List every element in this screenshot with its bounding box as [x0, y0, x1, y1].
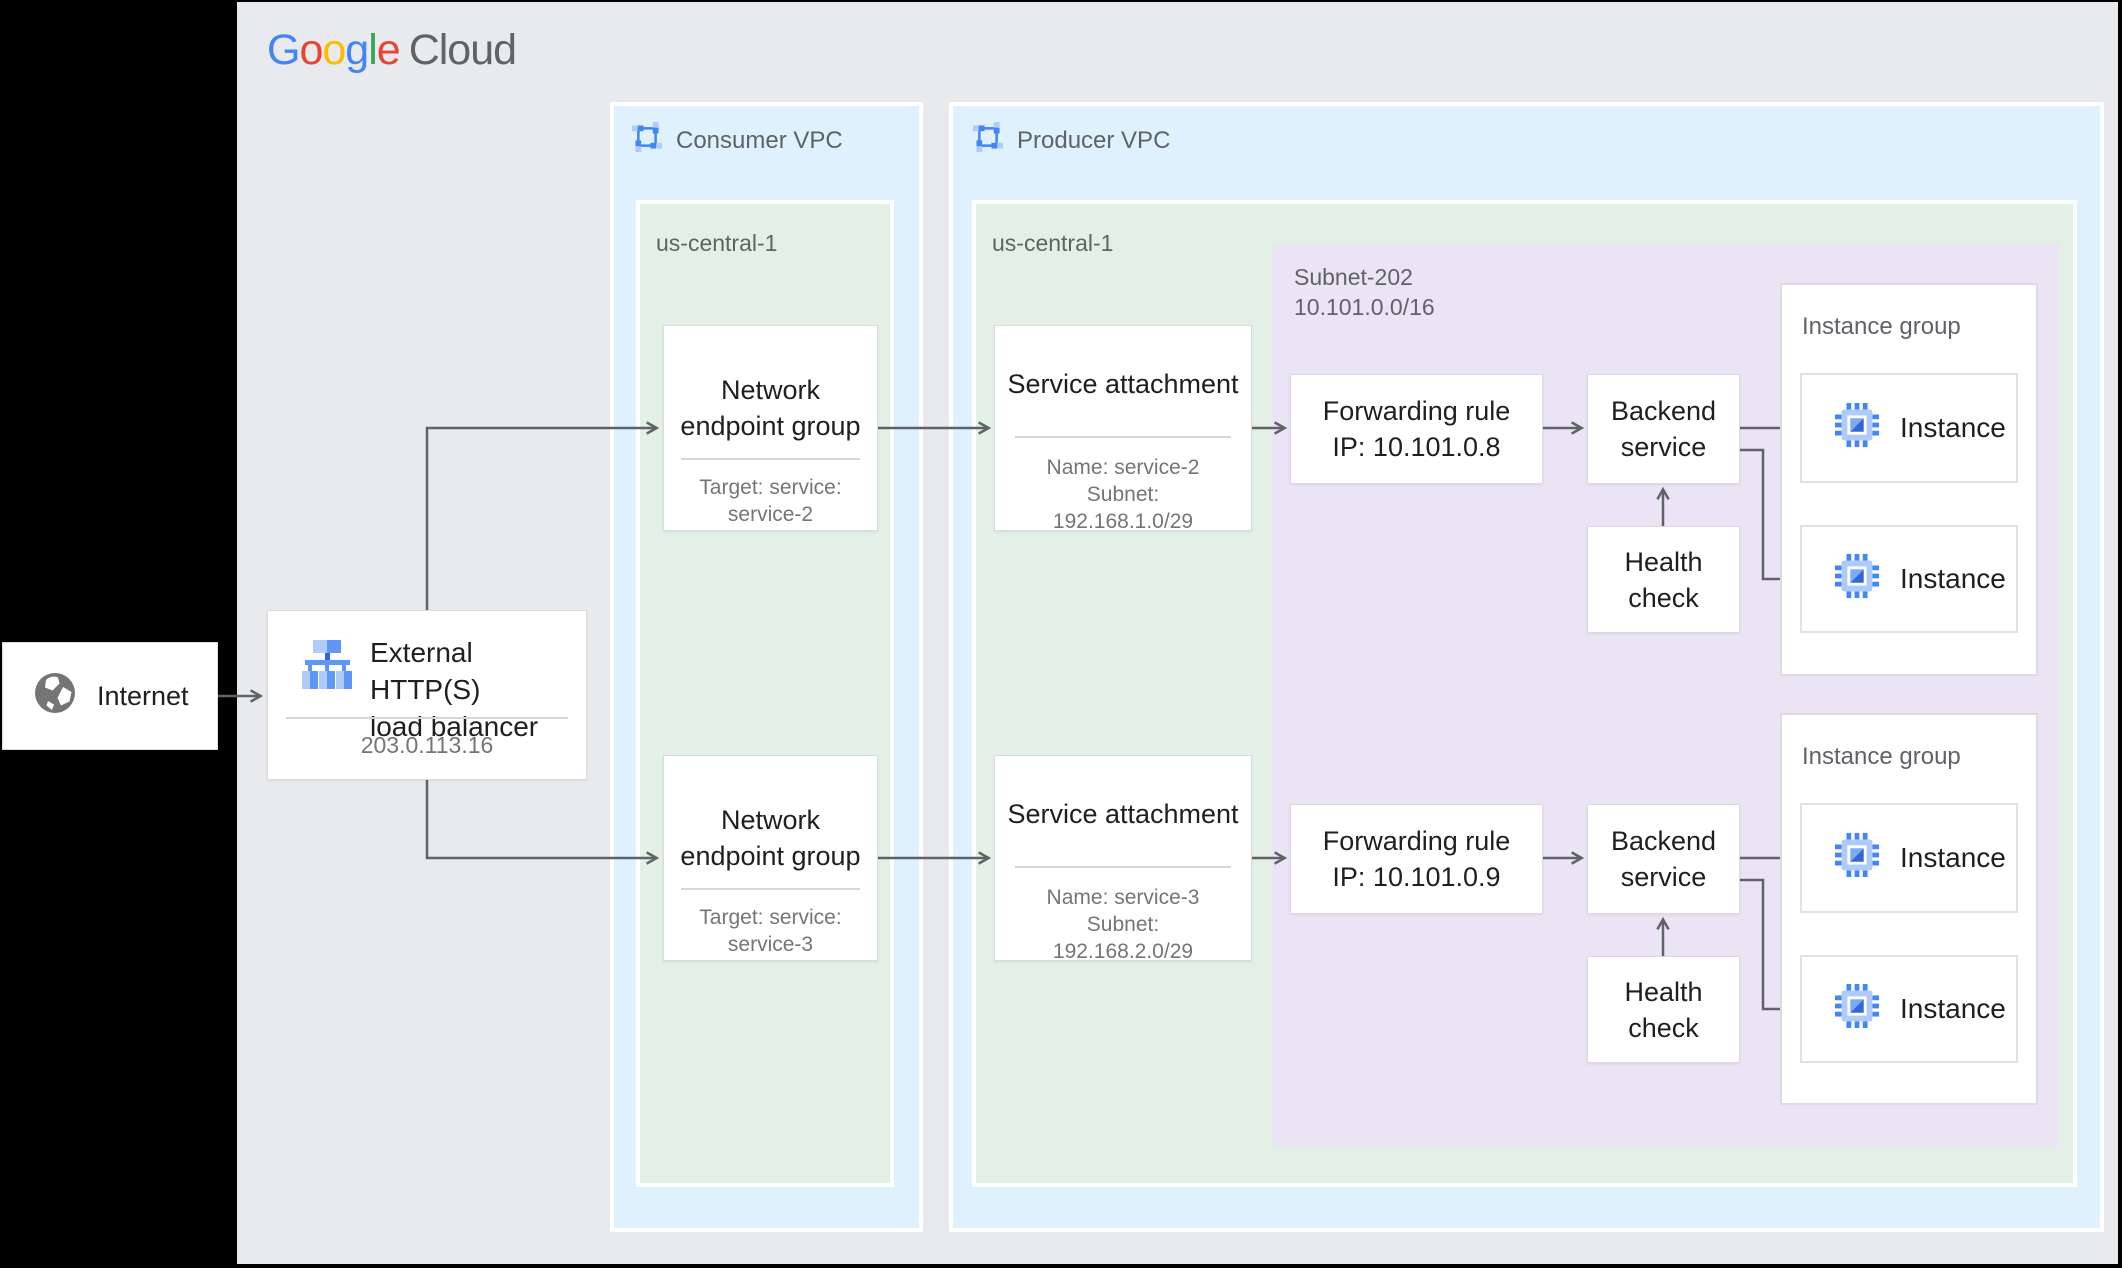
- load-balancer-title-line1: External HTTP(S): [370, 637, 481, 705]
- load-balancer-node: External HTTP(S) load balancer 203.0.113…: [267, 610, 587, 780]
- subnet-label: Subnet-202 10.101.0.0/16: [1294, 262, 1435, 322]
- load-balancer-icon: [299, 640, 355, 695]
- consumer-region-label: us-central-1: [656, 230, 778, 256]
- service-attachment-1: Service attachment Name: service-2 Subne…: [994, 325, 1252, 533]
- network-endpoint-group-1: Network endpoint group Target: service: …: [663, 325, 878, 531]
- service-attachment-details: Name: service-3 Subnet: 192.168.2.0/29: [1046, 886, 1200, 963]
- network-endpoint-group-2: Network endpoint group Target: service: …: [663, 755, 878, 961]
- logo-letter: G: [267, 26, 300, 74]
- neg-target: Target: service: service-3: [699, 906, 842, 956]
- instance-1a: Instance: [1800, 373, 2018, 483]
- instance-group-label: Instance group: [1802, 743, 1961, 770]
- card-divider: [1015, 436, 1231, 438]
- service-attachment-details: Name: service-2 Subnet: 192.168.1.0/29: [1046, 456, 1200, 533]
- subnet-cidr: 10.101.0.0/16: [1294, 294, 1435, 320]
- instance-label: Instance: [1900, 842, 2006, 873]
- card-divider: [1015, 866, 1231, 868]
- subnet-name: Subnet-202: [1294, 264, 1413, 290]
- card-divider: [681, 458, 860, 460]
- logo-cloud-text: Cloud: [408, 26, 517, 74]
- load-balancer-title: External HTTP(S) load balancer: [370, 634, 586, 745]
- internet-node: Internet: [2, 642, 218, 750]
- logo-letter: o: [322, 26, 346, 74]
- internet-label: Internet: [97, 680, 189, 711]
- instance-2a: Instance: [1800, 803, 2018, 913]
- instance-group-label: Instance group: [1802, 313, 1961, 340]
- instance-label: Instance: [1900, 412, 2006, 443]
- consumer-vpc-label: Consumer VPC: [676, 126, 843, 154]
- globe-icon: [33, 671, 77, 722]
- neg-title: Network endpoint group: [680, 805, 861, 871]
- service-attachment-title: Service attachment: [1007, 799, 1239, 829]
- service-attachment-2: Service attachment Name: service-3 Subne…: [994, 755, 1252, 963]
- logo-letter: l: [368, 26, 378, 74]
- instance-icon: [1834, 402, 1880, 455]
- instance-label: Instance: [1900, 993, 2006, 1024]
- logo-letter: o: [299, 26, 323, 74]
- instance-icon: [1834, 983, 1880, 1036]
- consumer-vpc-header: Consumer VPC: [632, 122, 843, 159]
- load-balancer-title-line2: load balancer: [370, 711, 539, 742]
- neg-target: Target: service: service-2: [699, 476, 842, 526]
- logo-letter: e: [376, 26, 401, 74]
- producer-region-label: us-central-1: [992, 230, 1114, 256]
- neg-title: Network endpoint group: [680, 375, 861, 441]
- instance-2b: Instance: [1800, 955, 2018, 1063]
- vpc-icon: [632, 122, 662, 159]
- logo-letter: g: [345, 26, 369, 74]
- instance-icon: [1834, 553, 1880, 606]
- instance-label: Instance: [1900, 563, 2006, 594]
- producer-vpc-label: Producer VPC: [1017, 126, 1171, 154]
- card-divider: [286, 717, 568, 719]
- load-balancer-ip: 203.0.113.16: [360, 732, 494, 758]
- service-attachment-title: Service attachment: [1007, 369, 1239, 399]
- instance-1b: Instance: [1800, 525, 2018, 633]
- instance-icon: [1834, 832, 1880, 885]
- producer-vpc-header: Producer VPC: [973, 122, 1170, 159]
- card-divider: [681, 888, 860, 890]
- vpc-icon: [973, 122, 1003, 159]
